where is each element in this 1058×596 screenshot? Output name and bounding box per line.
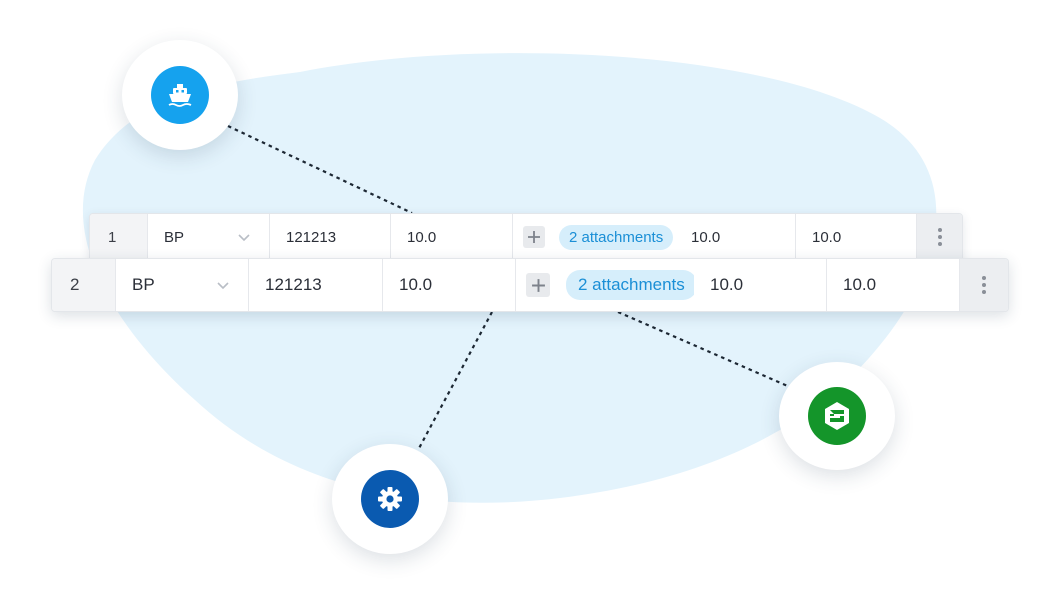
chevron-down-icon [238,234,250,242]
row-menu-button[interactable] [960,259,1008,311]
value-b-cell[interactable]: 10.0 [694,259,827,311]
value-a-cell[interactable]: 10.0 [383,259,516,311]
type-select-value: BP [132,275,155,294]
value-c-cell[interactable]: 10.0 [796,214,917,260]
value-c-cell[interactable]: 10.0 [827,259,960,311]
connector-gear [416,311,493,453]
ship-badge [151,66,209,124]
hexagon-s-icon [825,402,849,430]
kebab-menu-icon [937,228,942,246]
add-attachment-button[interactable] [526,273,550,297]
gear-icon [378,487,402,511]
add-attachment-button[interactable] [523,226,545,248]
plus-icon [528,231,540,243]
ship-icon [168,84,192,107]
connector-ship [227,125,413,214]
type-select[interactable]: BP [148,214,270,260]
attachments-badge[interactable]: 2 attachments [559,224,674,250]
code-cell[interactable]: 121213 [270,214,391,260]
code-cell[interactable]: 121213 [249,259,383,311]
row-index: 2 [52,259,116,311]
s-badge [808,387,866,445]
attachments-cell[interactable]: 2 attachments [516,259,694,311]
chevron-down-icon [217,282,229,290]
type-select[interactable]: BP [116,259,249,311]
kebab-menu-icon [982,276,986,294]
s-integration-node [779,362,895,470]
row-index: 1 [90,214,148,260]
gear-badge [361,470,419,528]
value-a-cell[interactable]: 10.0 [391,214,513,260]
gear-integration-node [332,444,448,554]
attachments-badge[interactable]: 2 attachments [566,270,694,300]
attachments-cell[interactable]: 2 attachments [513,214,675,260]
table-row[interactable]: 2 BP 121213 10.0 2 attachments 10.0 10.0 [51,258,1009,312]
ship-integration-node [122,40,238,150]
value-b-cell[interactable]: 10.0 [675,214,796,260]
table-row[interactable]: 1 BP 121213 10.0 2 attachments 10.0 10.0 [89,213,963,261]
row-menu-button[interactable] [917,214,962,260]
plus-icon [531,278,545,292]
connector-s [617,310,791,389]
type-select-value: BP [164,228,185,246]
